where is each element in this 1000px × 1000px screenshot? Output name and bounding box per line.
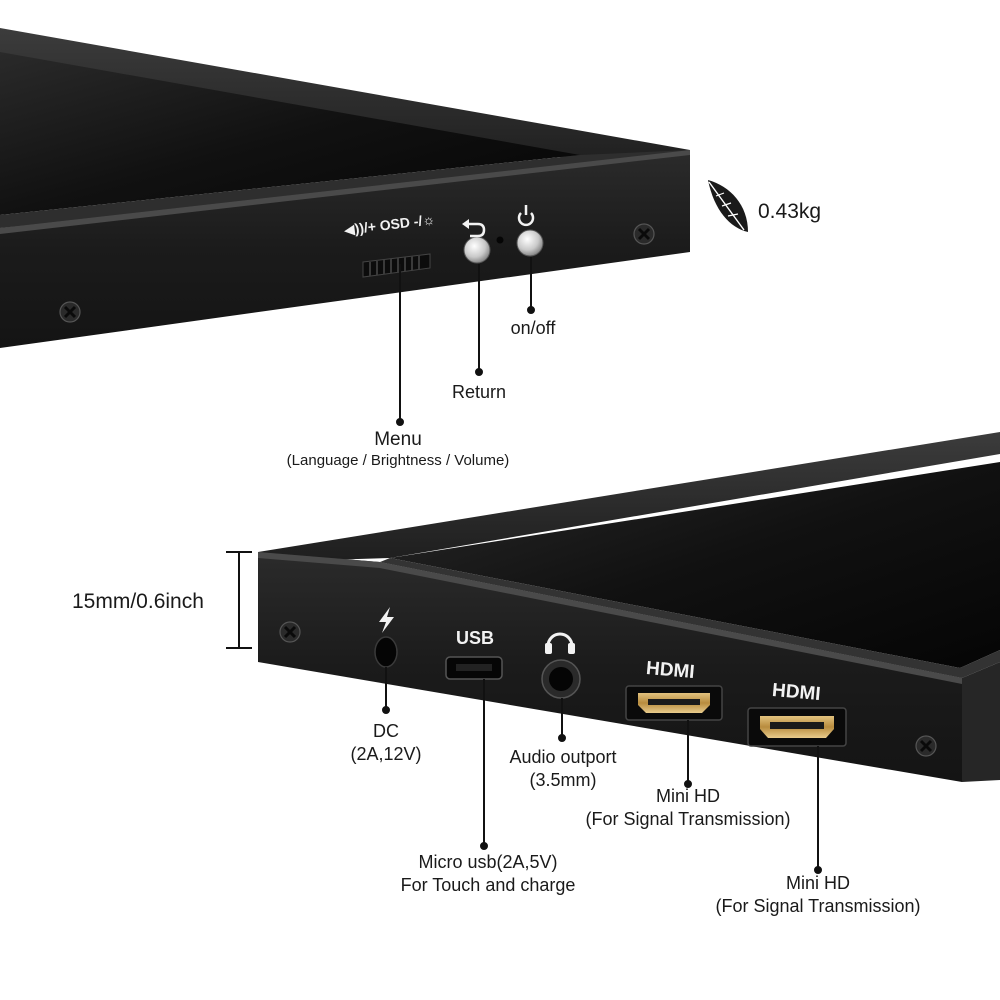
dc-power-jack[interactable]	[374, 636, 398, 668]
feather-icon	[708, 180, 748, 232]
menu-label: Menu (Language / Brightness / Volume)	[248, 428, 548, 471]
hdmi2-line1: Mini HD	[785, 873, 850, 893]
return-arrow-icon	[462, 219, 486, 238]
headphones-icon	[545, 632, 575, 654]
dc-title: DC	[373, 721, 399, 741]
menu-subtitle: (Language / Brightness / Volume)	[286, 451, 510, 469]
mini-hdmi-port-1[interactable]	[625, 685, 723, 721]
top-monitor	[0, 28, 690, 348]
indicator-led	[496, 236, 504, 244]
micro-usb-port[interactable]	[445, 656, 503, 680]
usb-line2: For Touch and charge	[400, 874, 576, 895]
return-label: Return	[451, 382, 507, 402]
screw	[278, 620, 302, 644]
usb-label: USB	[456, 628, 495, 648]
hdmi1-line1: Mini HD	[655, 786, 720, 806]
on-off-label: on/off	[510, 318, 556, 338]
power-icon	[517, 205, 535, 227]
weight-label: 0.43kg	[758, 200, 822, 223]
usb-callout-label: Micro usb(2A,5V) For Touch and charge	[378, 851, 598, 896]
dc-spec: (2A,12V)	[350, 743, 422, 764]
screw	[58, 300, 82, 324]
thickness-label: 15mm/0.6inch	[72, 590, 204, 613]
audio-jack[interactable]	[541, 659, 581, 699]
top-callout-lines	[396, 257, 535, 426]
hdmi2-line2: (For Signal Transmission)	[715, 895, 921, 916]
hdmi1-label: Mini HD (For Signal Transmission)	[570, 785, 806, 830]
screw	[632, 222, 656, 246]
hdmi-label-2: HDMI	[771, 679, 822, 706]
menu-title: Menu	[374, 429, 422, 450]
thickness-dimension	[226, 551, 252, 649]
dc-label: DC (2A,12V)	[326, 720, 446, 765]
hdmi-label-1: HDMI	[645, 657, 696, 684]
audio-line2: (3.5mm)	[529, 769, 597, 790]
bottom-monitor	[258, 432, 1000, 782]
audio-line1: Audio outport	[509, 747, 617, 767]
hdmi1-line2: (For Signal Transmission)	[585, 808, 791, 829]
usb-line1: Micro usb(2A,5V)	[418, 852, 558, 872]
power-button[interactable]	[516, 229, 544, 257]
mini-hdmi-port-2[interactable]	[747, 707, 847, 747]
lightning-icon	[379, 607, 394, 633]
screw	[914, 734, 938, 758]
audio-label: Audio outport (3.5mm)	[487, 746, 639, 791]
return-button[interactable]	[463, 236, 491, 264]
menu-scroll-wheel[interactable]	[362, 253, 431, 278]
hdmi2-label: Mini HD (For Signal Transmission)	[700, 872, 936, 917]
bottom-callout-lines	[382, 667, 822, 874]
